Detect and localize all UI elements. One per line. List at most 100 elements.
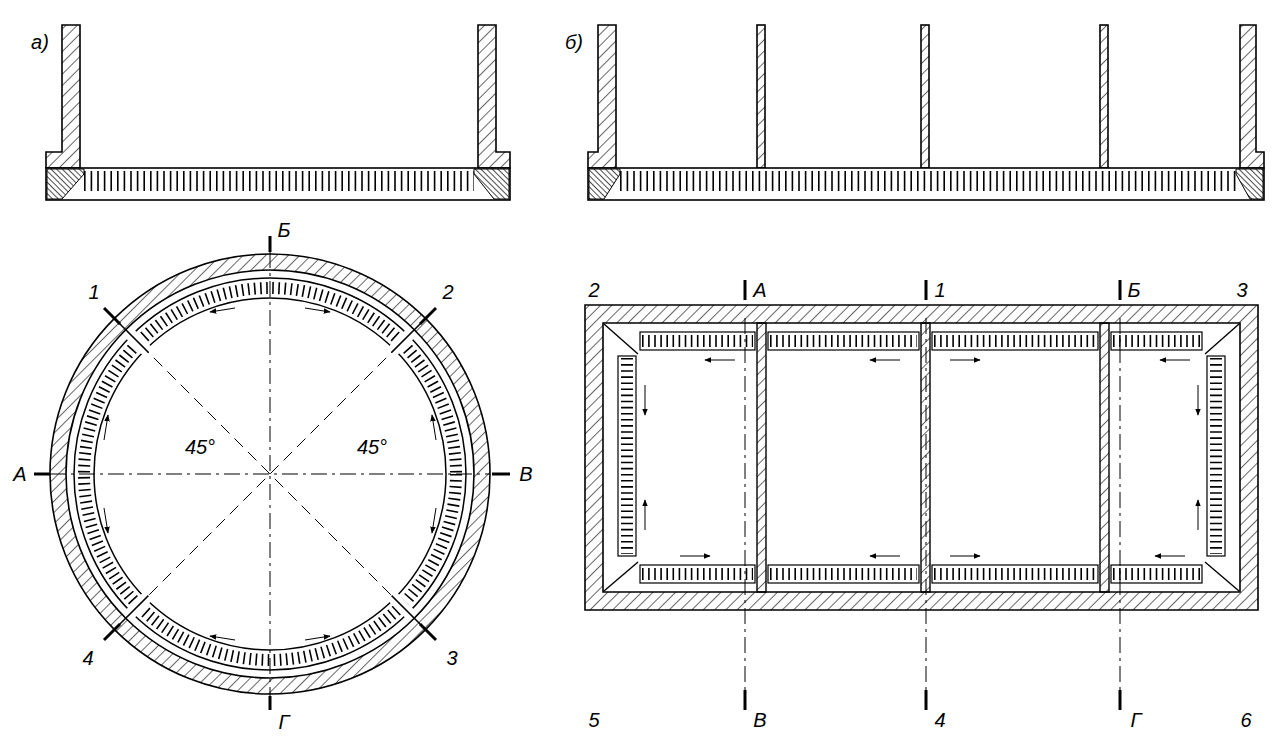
channel-teeth bbox=[621, 358, 633, 554]
callout-label: В bbox=[751, 708, 768, 732]
flow-arrow bbox=[870, 360, 900, 361]
channel-teeth bbox=[934, 335, 1096, 347]
flow-arrow bbox=[432, 508, 436, 533]
channel bbox=[1207, 356, 1225, 556]
channel-teeth bbox=[770, 568, 917, 580]
channel-teeth bbox=[1210, 358, 1222, 554]
callout-label: 45° bbox=[183, 435, 217, 459]
flow-arrow bbox=[1198, 500, 1199, 530]
partition bbox=[757, 25, 765, 168]
callout-label: Б bbox=[275, 218, 292, 242]
section-mark bbox=[104, 308, 120, 324]
corner-line bbox=[1205, 324, 1239, 354]
section-mark bbox=[34, 473, 50, 476]
flow-arrow bbox=[1155, 556, 1185, 557]
section-mark bbox=[269, 696, 272, 710]
corner-fill bbox=[1236, 169, 1263, 199]
flow-arrow bbox=[305, 636, 330, 640]
callout-label: 6 bbox=[1238, 708, 1253, 732]
flow-arrow bbox=[1160, 360, 1190, 361]
wall bbox=[588, 25, 616, 168]
section-lines bbox=[745, 318, 1120, 690]
flow-arrow bbox=[870, 556, 900, 557]
callout-label: А bbox=[11, 462, 28, 486]
section-line bbox=[745, 318, 746, 690]
channel bbox=[932, 332, 1098, 350]
partition bbox=[1100, 323, 1109, 592]
callout-label: б) bbox=[563, 30, 585, 54]
channel-teeth bbox=[642, 568, 753, 580]
base-slab bbox=[46, 168, 510, 200]
flow-arrow bbox=[950, 556, 980, 557]
callout-label: 1 bbox=[86, 280, 101, 304]
callout-label: 45° bbox=[355, 435, 389, 459]
callout-label: Г bbox=[277, 710, 292, 734]
base-slab bbox=[588, 168, 1264, 200]
section-mark bbox=[420, 624, 436, 640]
channel bbox=[640, 565, 755, 583]
center-line bbox=[270, 252, 271, 696]
section-mark bbox=[1119, 280, 1122, 300]
corner-line bbox=[1205, 562, 1239, 591]
section-mark bbox=[492, 473, 510, 476]
callout-label: 5 bbox=[586, 708, 601, 732]
callout-label: В bbox=[517, 462, 534, 486]
channel bbox=[768, 332, 919, 350]
elevation-b bbox=[588, 25, 1264, 200]
flow-arrow bbox=[104, 415, 108, 440]
channel bbox=[618, 356, 636, 556]
channel bbox=[1111, 332, 1202, 350]
channel-teeth bbox=[770, 335, 917, 347]
flow-arrow bbox=[104, 508, 108, 533]
wall bbox=[46, 25, 80, 168]
section-mark bbox=[420, 308, 436, 324]
partition bbox=[757, 323, 766, 592]
section-mark bbox=[1119, 690, 1122, 710]
flow-arrow bbox=[210, 308, 235, 312]
wall bbox=[478, 25, 510, 168]
callout-label: 3 bbox=[1234, 278, 1249, 302]
circular-plan bbox=[34, 236, 510, 710]
channel bbox=[640, 332, 755, 350]
channel bbox=[932, 565, 1098, 583]
flow-arrow bbox=[680, 556, 710, 557]
callout-label: 3 bbox=[444, 646, 459, 670]
callout-label: Г bbox=[1129, 708, 1144, 732]
callout-label: 2 bbox=[586, 278, 601, 302]
partition bbox=[921, 25, 929, 168]
channel bbox=[768, 565, 919, 583]
channel bbox=[1111, 565, 1202, 583]
rectangular-plan bbox=[585, 280, 1258, 710]
callout-label: а) bbox=[29, 30, 51, 54]
corner-fill bbox=[589, 169, 620, 199]
section-mark bbox=[925, 690, 928, 710]
section-line bbox=[926, 318, 927, 690]
partition bbox=[1100, 25, 1108, 168]
section-mark bbox=[104, 624, 120, 640]
callout-label: 4 bbox=[932, 708, 947, 732]
corner-line bbox=[604, 562, 638, 591]
flow-arrows bbox=[645, 360, 1198, 556]
flow-arrow bbox=[950, 360, 980, 361]
section-mark bbox=[925, 280, 928, 300]
corner-line bbox=[604, 324, 638, 354]
outer-wall bbox=[585, 305, 1258, 610]
flow-arrow bbox=[1198, 385, 1199, 415]
flow-arrow bbox=[432, 415, 436, 440]
callout-label: 4 bbox=[80, 646, 95, 670]
section-line bbox=[1120, 318, 1121, 690]
elevation-a bbox=[46, 25, 510, 200]
channels bbox=[618, 332, 1225, 583]
flow-arrow bbox=[645, 500, 646, 530]
channel-teeth bbox=[620, 171, 1236, 191]
channel-teeth bbox=[627, 341, 1216, 574]
flow-arrow bbox=[645, 385, 646, 415]
channel-teeth bbox=[84, 171, 474, 191]
channel-teeth bbox=[934, 568, 1096, 580]
channel-teeth bbox=[1113, 335, 1200, 347]
center-line bbox=[50, 474, 490, 475]
section-mark bbox=[744, 280, 747, 300]
channel-teeth bbox=[642, 335, 753, 347]
